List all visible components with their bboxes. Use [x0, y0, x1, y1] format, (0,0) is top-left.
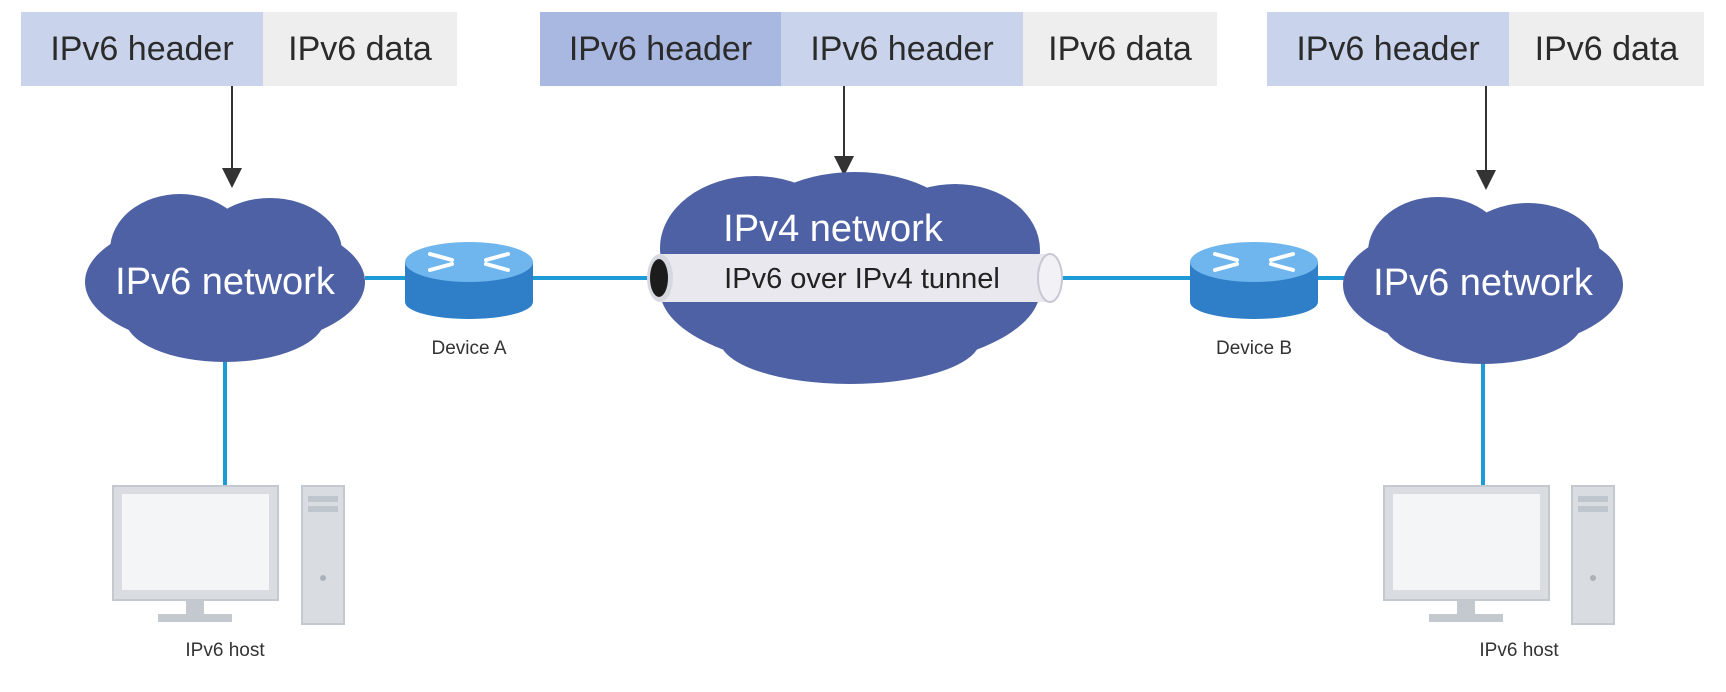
packet-right: IPv6 header IPv6 data — [1267, 12, 1704, 86]
cloud-left — [85, 194, 365, 362]
packet-outer-header-cell: IPv6 header — [540, 12, 781, 86]
packet-middle: IPv6 header IPv6 header IPv6 data — [540, 12, 1217, 86]
packet-header-cell: IPv6 header — [21, 12, 263, 86]
computer-icon-left-host — [112, 485, 345, 625]
packet-data-cell: IPv6 data — [1509, 12, 1704, 86]
host-right-label: IPv6 host — [1479, 640, 1559, 661]
device-a-label: Device A — [431, 338, 507, 359]
packet-data-cell: IPv6 data — [263, 12, 457, 86]
tunnel-label: IPv6 over IPv4 tunnel — [724, 263, 1000, 295]
packet-inner-header-cell: IPv6 header — [781, 12, 1023, 86]
router-icon-device-a — [405, 242, 533, 319]
tunnel-pipe — [647, 253, 1063, 303]
cloud-center-label: IPv4 network — [723, 208, 944, 250]
packet-left: IPv6 header IPv6 data — [21, 12, 457, 86]
cloud-right — [1343, 197, 1623, 364]
cloud-right-label: IPv6 network — [1373, 262, 1594, 304]
packet-data-cell: IPv6 data — [1023, 12, 1217, 86]
computer-icon-right-host — [1383, 485, 1615, 625]
cloud-left-label: IPv6 network — [115, 261, 336, 303]
host-left-label: IPv6 host — [185, 640, 265, 661]
packet-header-cell: IPv6 header — [1267, 12, 1509, 86]
router-icon-device-b — [1190, 242, 1318, 319]
device-b-label: Device B — [1215, 338, 1293, 359]
